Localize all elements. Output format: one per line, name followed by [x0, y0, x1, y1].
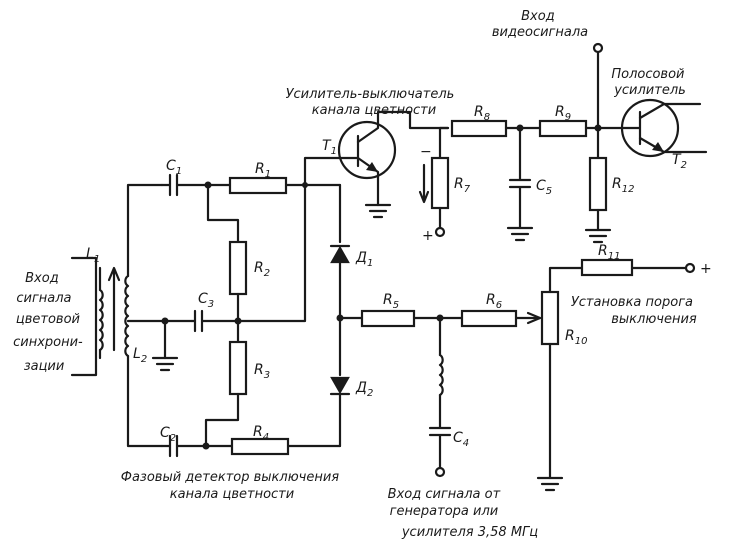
t2-collector [638, 102, 702, 120]
label-r1: R1 [255, 161, 271, 180]
d2-diode [330, 376, 350, 395]
junction [161, 317, 169, 325]
label-r2: R2 [254, 260, 270, 279]
junction [202, 442, 210, 450]
label-r12: R12 [612, 176, 634, 195]
l3-coil [438, 353, 444, 397]
ground-t1 [364, 203, 392, 219]
c3-capacitor [190, 309, 240, 333]
r7-current-arrow [418, 163, 430, 204]
r4-resistor [230, 437, 290, 456]
r6-resistor [460, 309, 518, 328]
l1-coil [98, 288, 104, 352]
t1-collector [356, 110, 450, 144]
label-c1: C1 [166, 158, 182, 177]
plus-sign-r7: + [422, 228, 434, 244]
tuning-arrow [107, 266, 121, 352]
label-r8: R8 [474, 104, 490, 123]
label-r4: R4 [253, 424, 269, 443]
ground-r12 [584, 228, 612, 244]
r8-resistor [450, 119, 508, 138]
junction [516, 124, 524, 132]
d1-diode [330, 245, 350, 264]
r10-top-wire [548, 266, 584, 294]
plus-sign-right: + [700, 261, 712, 277]
ground-c5 [506, 226, 534, 242]
label-r5: R5 [383, 292, 399, 311]
junction [594, 124, 602, 132]
c2-capacitor [160, 434, 208, 458]
threshold-caption: Установка порога выключения [571, 295, 697, 327]
l2-coil [124, 274, 130, 358]
junction [336, 314, 344, 322]
label-r10: R10 [565, 328, 587, 347]
t1-emitter-arrow [366, 162, 378, 172]
label-c5: C5 [536, 178, 552, 197]
r2-resistor [228, 240, 248, 296]
t1-base-bar [338, 134, 360, 168]
plus-terminal-r7[interactable] [434, 226, 446, 238]
gen-input-terminal[interactable] [434, 466, 446, 478]
strip-amp-caption: Полосовой усилитель [611, 67, 688, 98]
r7-lead [438, 126, 450, 160]
label-c3: C3 [198, 291, 214, 310]
centre-to-t1-wire [236, 183, 307, 323]
video-input-caption: Вход видеосигнала [492, 9, 588, 40]
junction [302, 182, 308, 188]
input-bracket [70, 256, 98, 377]
r12-resistor [588, 156, 608, 212]
label-d1: Д1 [355, 250, 373, 269]
ground-r10 [536, 476, 564, 492]
top-rail-wire [126, 183, 164, 278]
label-t1: T1 [322, 138, 337, 157]
r1-resistor [228, 176, 288, 195]
ground-left [151, 356, 179, 372]
label-c4: C4 [453, 430, 469, 449]
switch-amp-caption: Усилитель-выключатель канала цветности [286, 87, 459, 118]
generator-input-caption: Вход сигнала от генератора или усилителя… [388, 487, 539, 540]
plus-terminal-right[interactable] [684, 262, 696, 274]
t1-transistor [337, 120, 397, 180]
label-r6: R6 [486, 292, 502, 311]
video-input-terminal[interactable] [592, 42, 604, 54]
label-r11: R11 [598, 243, 620, 262]
label-l1: L1 [86, 246, 100, 265]
junction [204, 181, 212, 189]
label-d2: Д2 [355, 380, 373, 399]
label-c2: C2 [160, 425, 176, 444]
c4-capacitor [428, 393, 452, 470]
r5-resistor [360, 309, 416, 328]
label-t2: T2 [672, 152, 687, 171]
minus-sign: − [420, 144, 432, 160]
r10-potentiometer[interactable] [540, 290, 560, 346]
r11-resistor [580, 258, 634, 277]
c1-capacitor [160, 173, 210, 197]
t1-base-feed [303, 156, 342, 187]
r3-node-wire [204, 392, 240, 448]
junction [234, 317, 242, 325]
phase-detector-caption: Фазовый детектор выключения канала цветн… [121, 470, 343, 502]
bottom-rail-wire [126, 354, 164, 448]
label-r9: R9 [555, 104, 571, 123]
r7-resistor [430, 156, 450, 210]
r2-node-wire [206, 183, 240, 244]
junction [436, 314, 444, 322]
c5-capacitor [508, 126, 532, 230]
t2-emitter-arrow [652, 142, 664, 152]
r9-resistor [538, 119, 588, 138]
t1-emitter [356, 156, 380, 207]
r3-resistor [228, 340, 248, 396]
input-sync-caption: Вход сигнала цветовой синхрони- зации [13, 271, 87, 374]
label-r7: R7 [454, 176, 471, 195]
r6-arrow [526, 311, 542, 325]
label-r3: R3 [254, 362, 270, 381]
label-l2: L2 [133, 346, 147, 365]
